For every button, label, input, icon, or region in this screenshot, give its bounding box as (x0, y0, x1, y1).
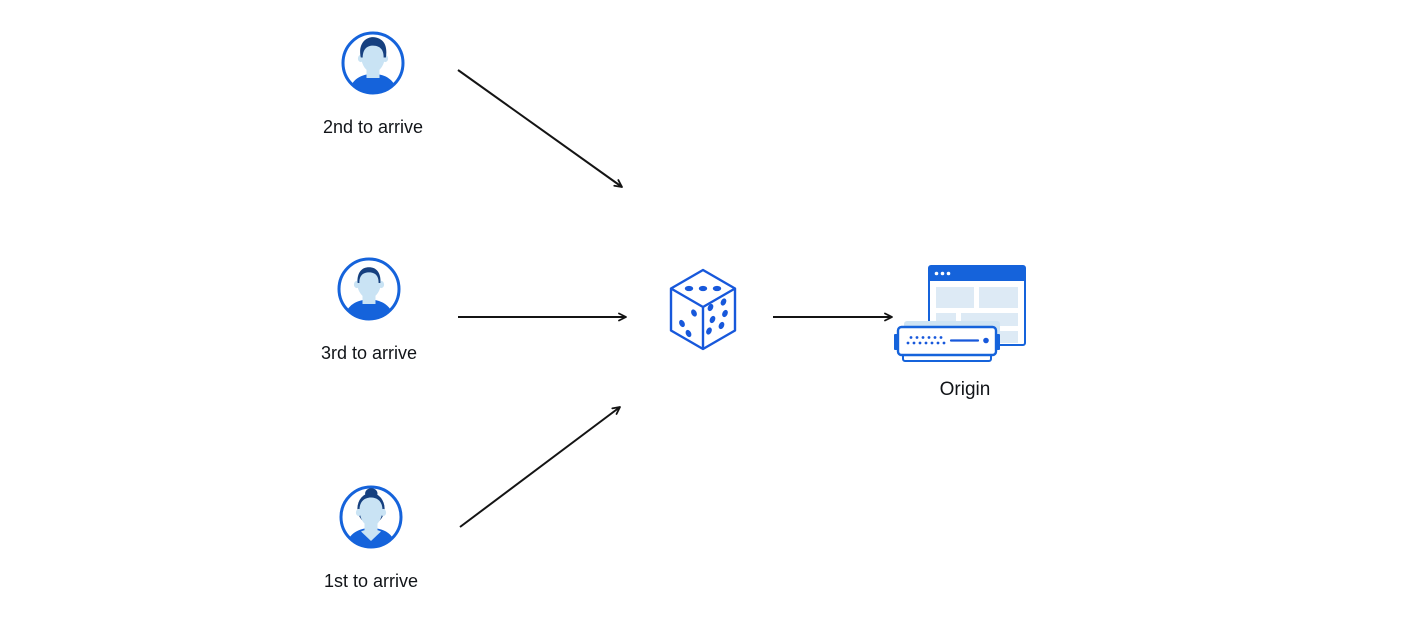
client-node-1st: 1st to arrive (301, 484, 441, 593)
origin-node (894, 264, 1030, 366)
client-node-3rd: 3rd to arrive (299, 256, 439, 365)
client-label-1st: 1st to arrive (323, 571, 419, 591)
arrow-2nd-to-dice (457, 69, 623, 188)
male-quiff-avatar-icon (341, 31, 405, 95)
origin-label: Origin (939, 379, 991, 400)
client-label-2nd: 2nd to arrive (322, 117, 424, 137)
balancer-node (668, 268, 738, 352)
arrow-1st-to-dice (459, 406, 621, 528)
client-label-3rd: 3rd to arrive (320, 343, 418, 363)
male-short-hair-avatar-icon (337, 257, 401, 321)
origin-server-icon (894, 265, 1026, 362)
female-bun-avatar-icon (339, 485, 403, 549)
dice-icon (669, 268, 737, 351)
client-node-2nd: 2nd to arrive (303, 30, 443, 139)
